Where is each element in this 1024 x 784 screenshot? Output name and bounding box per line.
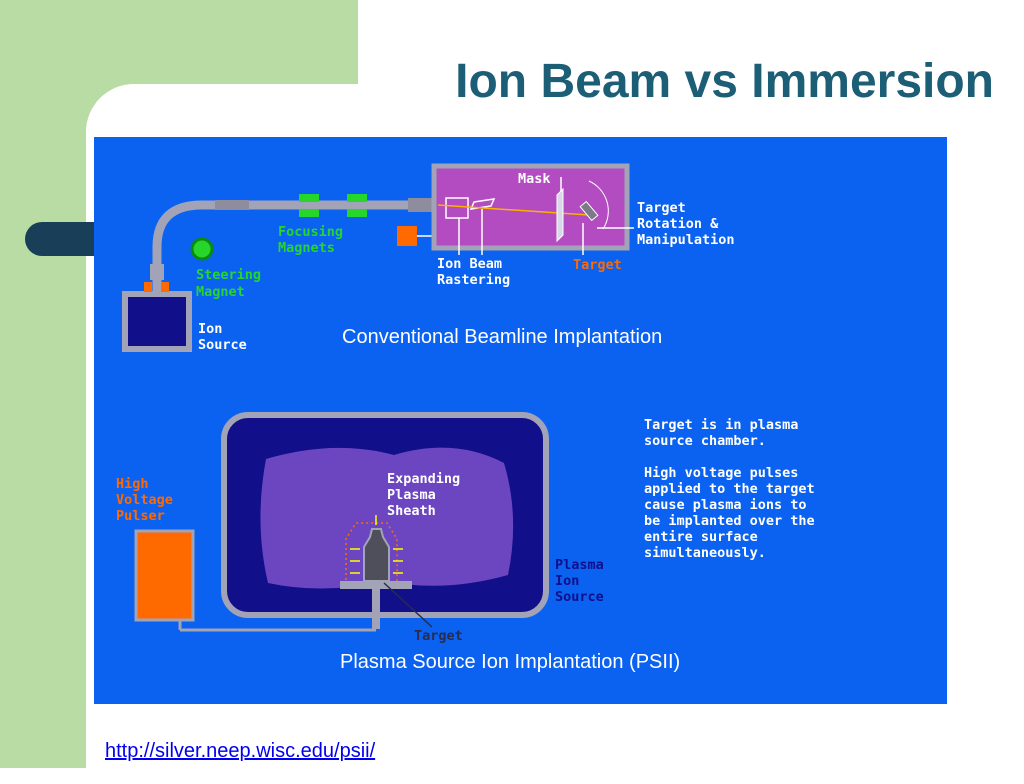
focusing-magnet-2 [347,194,367,217]
beamline-target [579,200,599,222]
ion-source-label-line1: Ion [198,321,222,337]
target-rotation-label-line3: Manipulation [637,232,735,248]
steering-magnet [190,237,214,261]
decorative-tab [25,222,100,256]
description-2-line1: High voltage pulses [644,465,798,481]
description-2-line5: entire surface [644,529,758,545]
sheath-label-line3: Sheath [387,503,436,519]
description-2-line6: simultaneously. [644,545,766,561]
plasma-cloud [260,447,514,589]
focusing-magnets-label-line2: Magnets [278,240,335,256]
rastering-power-box [397,226,417,246]
description-2-line3: cause plasma ions to [644,497,807,513]
high-voltage-pulser-box [134,529,195,622]
sheath-boundary [345,522,398,585]
ion-beam-rastering-label-line2: Rastering [437,272,510,288]
steering-magnet-label-line1: Steering [196,267,261,283]
focusing-magnets-label-line1: Focusing [278,224,343,240]
description-1-line1: Target is in plasma [644,417,798,433]
plasma-source-label-line2: Ion [555,573,579,589]
beam-pipe [152,200,434,291]
target-stage [340,581,412,589]
raster-plates-1 [445,197,469,219]
description-1-line2: source chamber. [644,433,766,449]
source-extraction-left [144,282,152,292]
psii-target-label: Target [414,628,463,644]
target-rotation-label-line2: Rotation & [637,216,719,232]
beam-pipe-coupler [408,198,434,212]
sheath-label-line1: Expanding [387,471,460,487]
beamline-section: Mask Target Rotation & Manipulation Focu… [122,163,735,353]
rotation-arc [588,180,609,230]
steering-magnet-label-line2: Magnet [196,284,245,300]
source-flange [150,264,164,280]
beamline-caption: Conventional Beamline Implantation [342,326,662,348]
ion-arrows [350,515,403,574]
ion-source-box [122,291,192,352]
focusing-magnet-1 [299,194,319,217]
source-extraction-right [161,282,169,292]
description-2-line4: be implanted over the [644,513,815,529]
mask [556,187,564,243]
psii-section: Target is in plasma source chamber. High… [116,412,815,673]
sheath-label-line2: Plasma [387,487,436,503]
beam-pipe-collar [215,200,249,210]
ion-source-label-line2: Source [198,337,247,353]
pulser-label-line3: Pulser [116,508,165,524]
target-stem [372,589,380,629]
plasma-source-label-line1: Plasma [555,557,604,573]
slide-title: Ion Beam vs Immersion [455,55,994,108]
psii-target [363,528,390,582]
mask-label: Mask [518,171,551,187]
description-2-line2: applied to the target [644,481,815,497]
pulser-label-line1: High [116,476,149,492]
target-rotation-label-line1: Target [637,200,686,216]
source-link[interactable]: http://silver.neep.wisc.edu/psii/ [105,740,376,762]
pulser-label-line2: Voltage [116,492,173,508]
ion-beam-path [437,204,590,216]
ion-beam-rastering-label-line1: Ion Beam [437,256,502,272]
beamline-target-label: Target [573,257,622,273]
implantation-diagram: Mask Target Rotation & Manipulation Focu… [94,137,947,704]
plasma-source-label-line3: Source [555,589,604,605]
psii-caption: Plasma Source Ion Implantation (PSII) [340,651,680,673]
psii-target-pointer [383,582,433,628]
